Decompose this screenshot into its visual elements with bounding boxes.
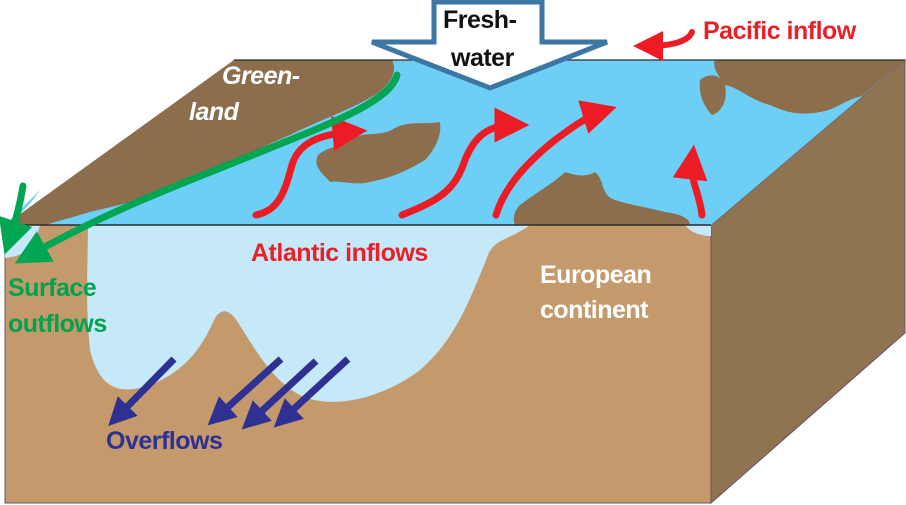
atlantic-arrow-1	[252, 116, 368, 219]
overflow-arrow-2	[207, 356, 284, 426]
scandinavia-land	[714, 60, 905, 114]
freshwater-arrow-icon	[371, 0, 608, 91]
ocean-cross-section-right	[685, 225, 711, 236]
atlantic-arrow-3	[492, 100, 617, 219]
overflow-arrows	[108, 356, 351, 430]
britain-land	[513, 172, 690, 225]
overflow-arrow-1	[108, 356, 177, 426]
surface-outflows-label-line1: Surface	[8, 274, 97, 302]
surface-outflow-arrows	[0, 71, 401, 264]
freshwater-label-line2: water	[451, 44, 514, 72]
surface-outflow-arrow-small	[0, 182, 33, 255]
freshwater-label-line1: Fresh-	[443, 6, 517, 34]
norway-coast	[699, 75, 726, 115]
surface-outflow-arrow-main	[14, 71, 401, 264]
atlantic-inflows-label: Atlantic inflows	[251, 239, 428, 267]
greenland-label-line2: land	[189, 98, 239, 126]
atlantic-arrow-2	[398, 107, 530, 219]
surface-outflows-label-line2: outflows	[8, 310, 107, 338]
iceland-land	[316, 122, 441, 184]
greenland-label-line1: Green-	[222, 62, 300, 90]
atlantic-arrow-4	[672, 144, 708, 219]
ocean-cross-section	[5, 225, 530, 402]
european-continent-label-line2: continent	[540, 296, 649, 324]
overflow-arrow-3	[241, 358, 319, 430]
atlantic-inflow-arrows	[252, 100, 708, 219]
overflow-arrow-4	[273, 356, 351, 428]
overflows-label: Overflows	[106, 427, 223, 455]
european-continent-label-line1: European	[540, 261, 652, 289]
greenland-land	[5, 60, 395, 225]
pacific-inflow-label: Pacific inflow	[703, 17, 856, 45]
pacific-inflow-arrow	[633, 29, 695, 61]
